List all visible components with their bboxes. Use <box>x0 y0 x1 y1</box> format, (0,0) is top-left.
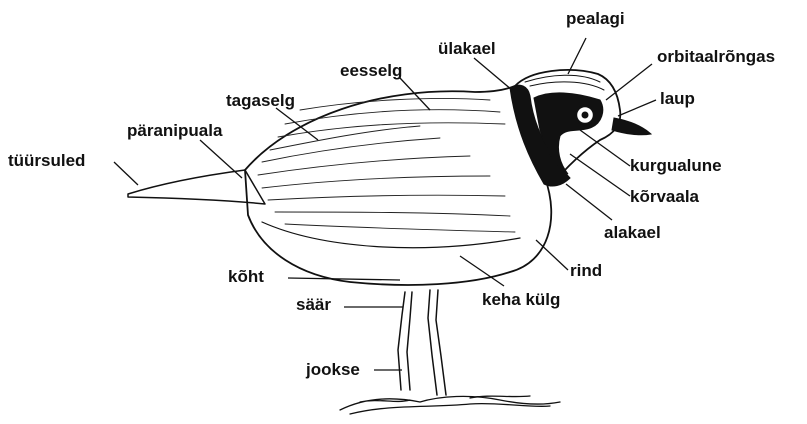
leader-tagaselg <box>276 108 318 140</box>
body-outline <box>245 86 551 285</box>
leader-tuursuled <box>114 162 138 185</box>
leader-kurgualune <box>580 130 630 166</box>
label-jookse: jookse <box>306 361 360 378</box>
label-orbitaalrongas: orbitaalrõngas <box>657 48 775 65</box>
label-laup: laup <box>660 90 695 107</box>
ground <box>340 396 560 414</box>
leg-right <box>428 290 446 395</box>
label-saar: säär <box>296 296 331 313</box>
label-kehakulg: keha külg <box>482 291 560 308</box>
label-tagaselg: tagaselg <box>226 92 295 109</box>
label-korvaala: kõrvaala <box>630 188 699 205</box>
label-tuursuled: tüürsuled <box>8 152 85 169</box>
label-alakael: alakael <box>604 224 661 241</box>
leader-laup <box>618 100 656 116</box>
label-kurgualune: kurgualune <box>630 157 722 174</box>
label-koht: kõht <box>228 268 264 285</box>
label-paranipuala: päranipuala <box>127 122 222 139</box>
leader-ulakael <box>474 58 512 90</box>
label-pealagi: pealagi <box>566 10 625 27</box>
leader-orbitaalrongas <box>606 64 652 100</box>
leader-alakael <box>566 184 612 220</box>
leader-pealagi <box>568 38 586 74</box>
label-rind: rind <box>570 262 602 279</box>
leader-paranipuala <box>200 140 242 178</box>
leader-koht <box>288 278 400 280</box>
beak <box>612 118 651 135</box>
label-ulakael: ülakael <box>438 40 496 57</box>
label-eesselg: eesselg <box>340 62 402 79</box>
belly-line <box>262 222 520 248</box>
wing-hatching <box>258 98 515 232</box>
leader-rind <box>536 240 568 270</box>
eye-pupil <box>582 112 589 119</box>
cap-hatching <box>525 75 604 90</box>
leader-lines <box>114 38 656 370</box>
